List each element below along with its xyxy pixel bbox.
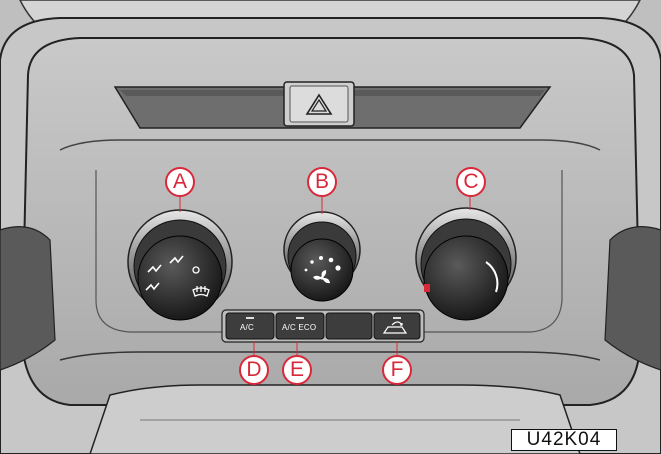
air-distribution-knob[interactable]: [127, 209, 233, 321]
ac-button[interactable]: [225, 312, 275, 340]
button-strip: [221, 309, 425, 343]
knob-marker: [424, 284, 430, 292]
recirculation-icon: [382, 321, 408, 334]
fan-speed-dots: [304, 256, 341, 272]
callout-d: D: [239, 355, 269, 385]
right-side-trim: [604, 226, 661, 371]
ac-eco-button-label: A/C ECO: [282, 323, 317, 332]
hazard-triangle-icon: [305, 93, 333, 115]
blank-button: [325, 312, 373, 340]
recirculation-button[interactable]: [373, 312, 421, 340]
callout-c: C: [456, 167, 486, 197]
callout-a: A: [165, 167, 195, 197]
fan-speed-knob[interactable]: [283, 211, 361, 302]
callout-e: E: [282, 355, 312, 385]
callout-f: F: [382, 355, 412, 385]
recirculation-indicator: [393, 317, 401, 319]
ac-eco-button[interactable]: [275, 312, 325, 340]
airflow-feet-icon: [145, 282, 160, 291]
ac-button-label: A/C: [240, 323, 254, 332]
fan-icon: [313, 270, 330, 284]
temperature-knob[interactable]: [415, 207, 517, 321]
callout-b: B: [307, 167, 337, 197]
airflow-face-icon: [147, 255, 184, 273]
ac-eco-indicator: [296, 317, 304, 319]
defrost-icon: [192, 266, 210, 297]
temperature-scale-icon: [485, 261, 499, 293]
ac-indicator: [246, 317, 254, 319]
left-side-trim: [0, 226, 56, 371]
figure-code: U42K04: [511, 429, 617, 451]
